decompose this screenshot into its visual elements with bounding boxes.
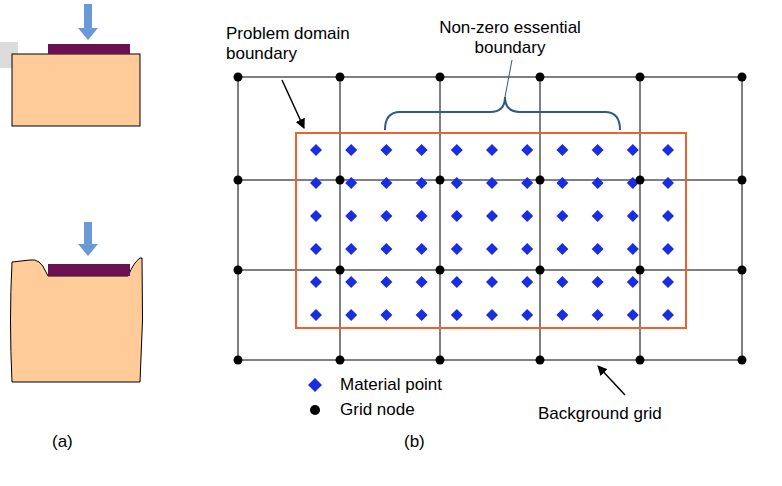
grid-nodes: [234, 73, 747, 365]
panel-label: (b): [404, 432, 444, 452]
legend-samples: [308, 378, 322, 415]
annotation-label: Background grid: [538, 404, 688, 424]
leader-arrow: [282, 80, 304, 128]
load-arrow: [78, 222, 98, 256]
panel-label: (a): [52, 432, 92, 452]
leader-line: [505, 60, 512, 97]
brace: [385, 97, 620, 130]
load-arrow: [78, 4, 98, 40]
annotation-label: Problem domain boundary: [226, 24, 376, 64]
annotation-label: Non-zero essential boundary: [430, 18, 590, 58]
leader-arrow: [598, 366, 625, 395]
legend-text: Material point: [340, 375, 442, 395]
legend-sample: [308, 378, 322, 392]
deformed-soil-block: [11, 258, 143, 382]
footing-plate: [48, 264, 130, 276]
problem-domain-boundary: [296, 133, 686, 328]
soil-block: [12, 54, 140, 126]
material-points: [310, 144, 674, 321]
legend-text: Grid node: [340, 400, 415, 420]
background-grid: [238, 77, 742, 360]
footing-plate: [48, 44, 130, 54]
legend-sample: [310, 405, 320, 415]
